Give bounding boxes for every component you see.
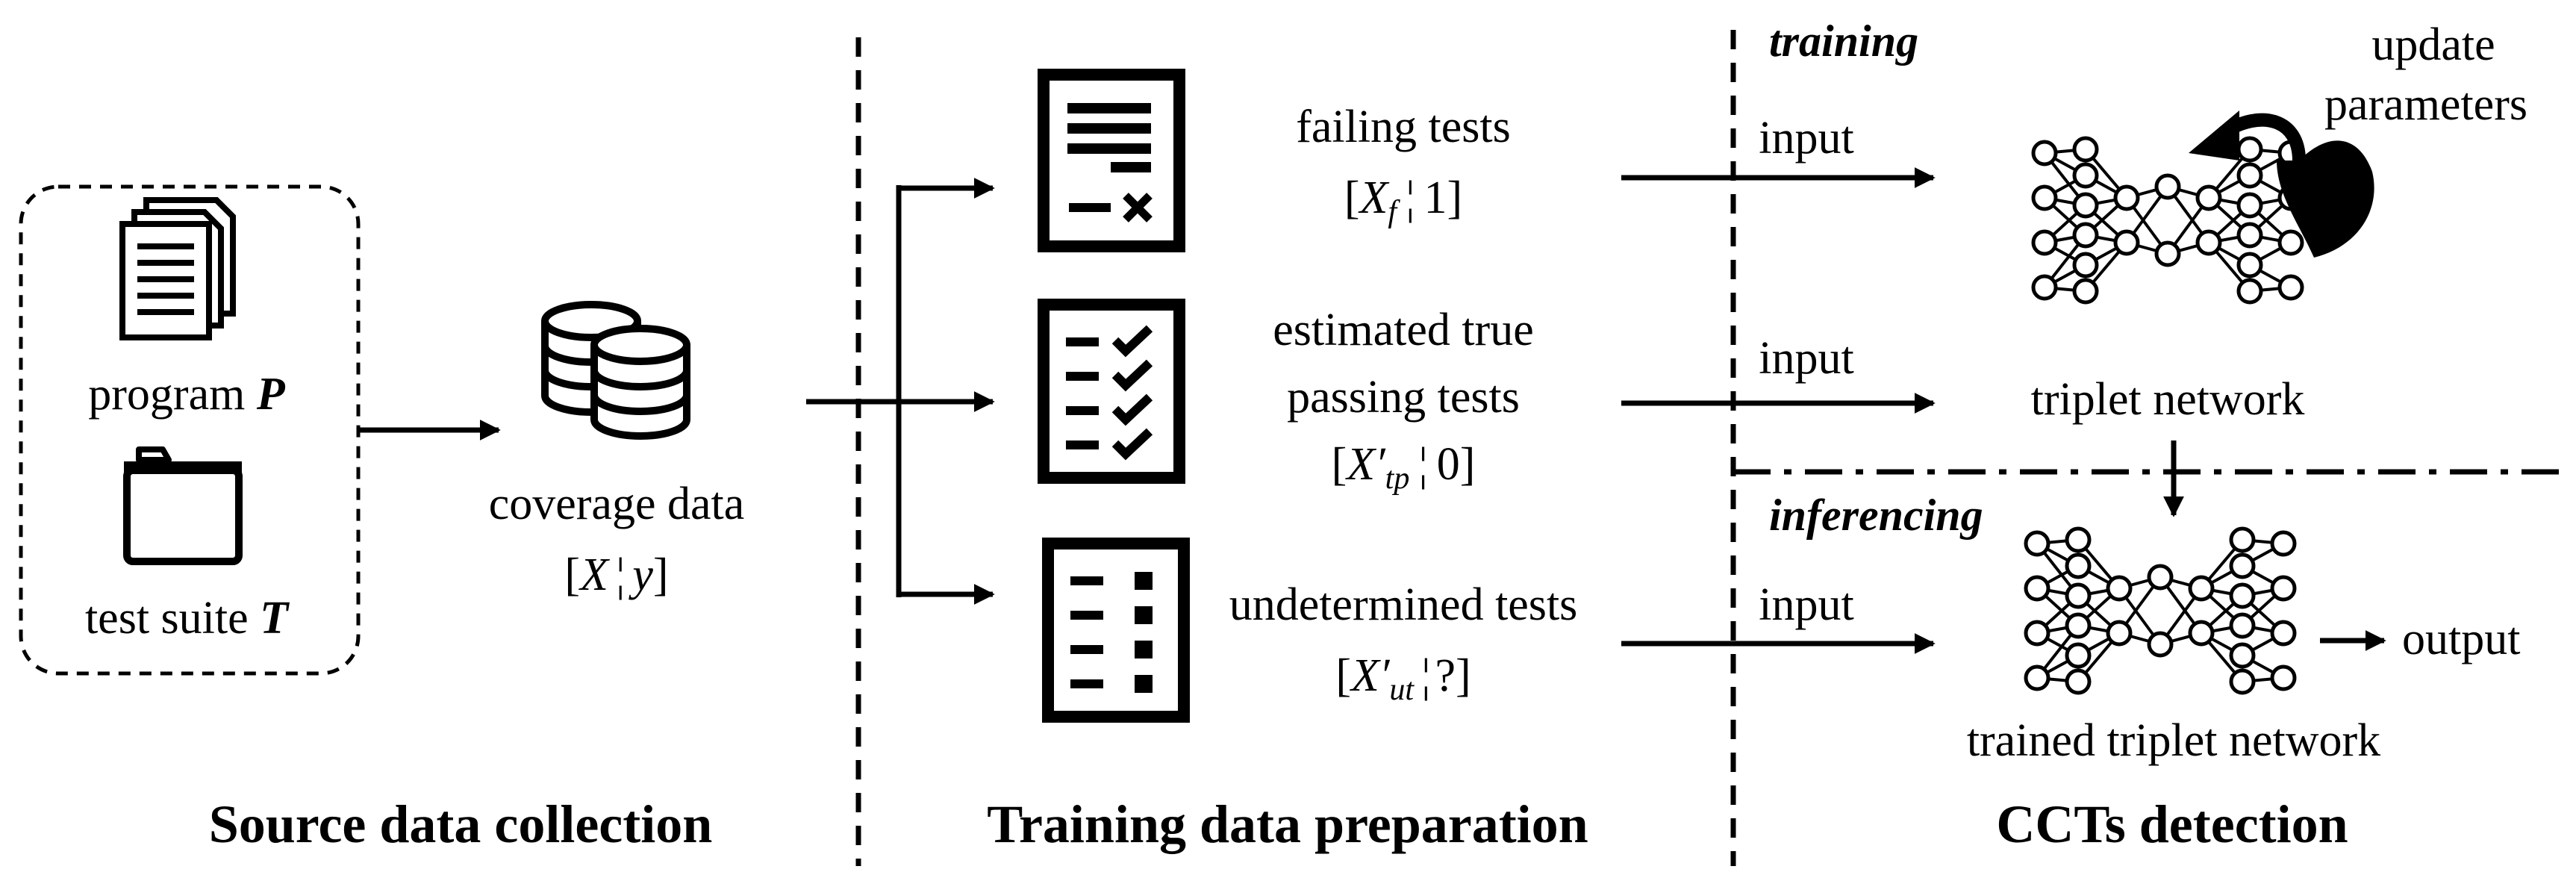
todo-list-icon xyxy=(1042,538,1190,723)
failing-report-icon xyxy=(1038,69,1185,252)
undetermined-tests-label: undetermined tests xyxy=(1229,579,1578,630)
curved-arrow-icon xyxy=(2189,110,2374,258)
program-label: program P xyxy=(88,369,286,420)
detect-section-heading: CCTs detection xyxy=(1996,794,2348,854)
database-icon xyxy=(541,301,690,440)
prep-section-heading: Training data preparation xyxy=(987,794,1588,854)
coverage-label: coverage data xyxy=(489,479,744,529)
passing-tests-formula: [X′tp¦0] xyxy=(1332,439,1476,496)
input-label-2: input xyxy=(1759,333,1853,384)
documents-icon xyxy=(119,197,236,340)
program-symbol: P xyxy=(256,369,286,420)
phase-inferencing-label: inferencing xyxy=(1769,491,1983,540)
input-label-3: input xyxy=(1759,579,1853,630)
update-label-line1: update xyxy=(2371,19,2495,70)
update-label-line2: parameters xyxy=(2324,79,2527,130)
passing-tests-label-line2: passing tests xyxy=(1287,372,1520,423)
failing-tests-label: failing tests xyxy=(1296,102,1511,152)
neural-network-icon xyxy=(2033,138,2302,302)
branch-connector xyxy=(806,178,995,605)
input-label-1: input xyxy=(1759,113,1853,164)
test-suite-label: test suite T xyxy=(85,593,290,644)
source-section-heading: Source data collection xyxy=(209,794,713,854)
trained-network-icon xyxy=(2026,529,2295,693)
phase-training-label: training xyxy=(1769,16,1918,66)
network-label: triplet network xyxy=(2031,374,2305,425)
undetermined-tests-formula: [X′ut¦?] xyxy=(1335,650,1471,707)
failing-tests-formula: [Xf¦1] xyxy=(1344,172,1462,229)
coverage-formula: [X¦y] xyxy=(564,549,668,600)
checklist-icon xyxy=(1038,299,1185,484)
folder-icon xyxy=(123,446,243,565)
trained-network-label: trained triplet network xyxy=(1967,715,2380,766)
passing-tests-label-line1: estimated true xyxy=(1273,305,1533,355)
suite-symbol: T xyxy=(260,593,290,644)
output-label: output xyxy=(2402,614,2520,664)
